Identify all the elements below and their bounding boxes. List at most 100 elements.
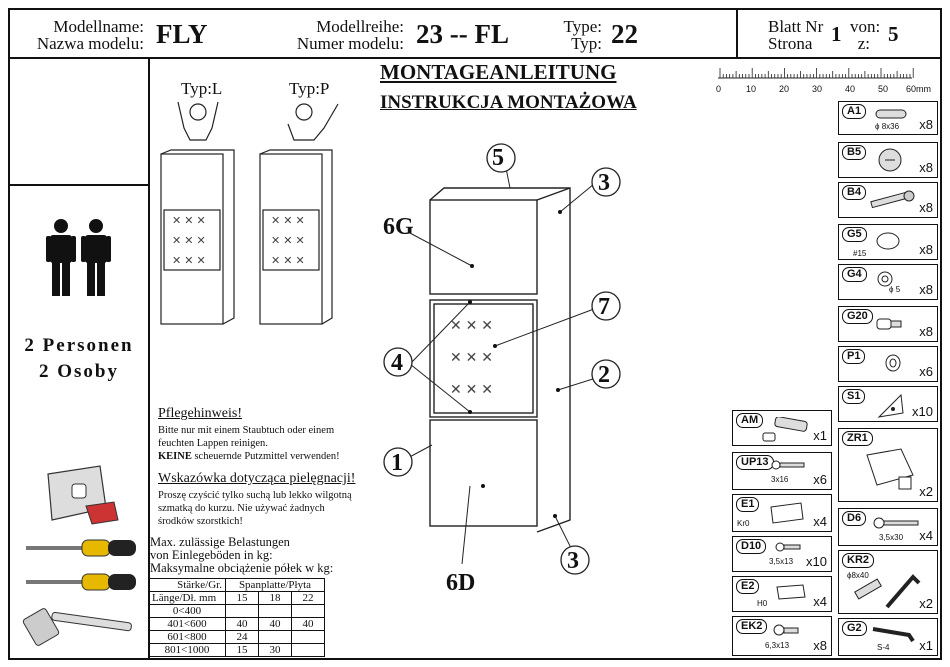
part-note: H0 xyxy=(757,599,768,608)
part-id: A1 xyxy=(842,104,867,119)
part-G20: G20 x8 xyxy=(838,306,938,342)
svg-text:✕ ✕ ✕: ✕ ✕ ✕ xyxy=(271,235,305,247)
part-note: 6,3x13 xyxy=(765,641,790,650)
part-qty: x8 xyxy=(919,282,933,297)
part-qty: x4 xyxy=(813,594,827,609)
part-qty: x10 xyxy=(912,404,933,419)
callout-3-bottom: 3 xyxy=(567,548,579,574)
svg-text:✕ ✕ ✕: ✕ ✕ ✕ xyxy=(172,235,206,247)
part-id: D10 xyxy=(736,539,767,554)
page-frame xyxy=(8,8,942,660)
part-note: ϕ8x40 xyxy=(847,571,869,580)
svg-text:✕ ✕ ✕: ✕ ✕ ✕ xyxy=(172,255,206,267)
part-qty: x2 xyxy=(919,484,933,499)
persons-text-pl: 2 Osoby xyxy=(39,361,119,382)
type-label-de: Type: xyxy=(563,17,602,36)
load-length: 0<400 xyxy=(148,604,226,618)
part-G2: G2 S-4 x1 xyxy=(838,618,938,656)
part-id: G2 xyxy=(842,621,867,636)
series-label-pl: Numer modelu: xyxy=(296,34,404,53)
part-qty: x1 xyxy=(919,638,933,653)
type-label-pl: Typ: xyxy=(571,34,602,53)
part-id: B4 xyxy=(842,185,867,200)
sheet-label-pl: Strona xyxy=(768,34,813,53)
model-name-label-pl: Nazwa modelu: xyxy=(36,34,144,53)
load-value xyxy=(291,643,325,657)
load-row-head-text: Länge/Dł. xyxy=(152,592,197,604)
part-note: ϕ 8x36 xyxy=(875,122,900,131)
load-row-head: Länge/Dł. mm xyxy=(148,591,226,605)
ruler-label: 20 xyxy=(779,84,790,94)
sheet-total: 5 xyxy=(888,22,899,46)
svg-text:✕ ✕ ✕: ✕ ✕ ✕ xyxy=(172,215,206,227)
load-length: 401<600 xyxy=(148,617,226,631)
part-E2: E2 H0 x4 xyxy=(732,576,832,612)
care-text-pl-1: Proszę czyścić tylko suchą lub lekko wil… xyxy=(158,490,352,501)
load-value xyxy=(258,604,292,618)
title-de: MONTAGEANLEITUNG xyxy=(380,60,617,84)
part-ZR1: ZR1 x2 xyxy=(838,428,938,502)
callout-circle xyxy=(591,359,621,389)
load-value: 40 xyxy=(258,617,292,631)
load-value xyxy=(291,630,325,644)
part-qty: x8 xyxy=(813,638,827,653)
part-qty: x2 xyxy=(919,596,933,611)
part-B4: B4 x8 xyxy=(838,182,938,218)
wood-screw-icon xyxy=(873,517,919,529)
care-text-de-3: KEINE scheuernde Putzmittel verwenden! xyxy=(158,450,340,463)
two-persons-icon xyxy=(46,219,111,296)
cam-bolt-icon xyxy=(870,190,915,209)
svg-text:✕ ✕ ✕: ✕ ✕ ✕ xyxy=(450,349,493,365)
model-name-label-de: Modellname: xyxy=(53,17,144,36)
variant-right-label: Typ:P xyxy=(289,79,330,98)
ruler-label: 30 xyxy=(812,84,823,94)
callout-circle xyxy=(591,291,621,321)
part-qty: x8 xyxy=(919,160,933,175)
load-value xyxy=(291,604,325,618)
load-value xyxy=(258,630,292,644)
part-id: G5 xyxy=(842,227,867,242)
variant-cabinets-illustration: ✕ ✕ ✕✕ ✕ ✕✕ ✕ ✕ ✕ ✕ ✕✕ ✕ ✕✕ ✕ ✕ xyxy=(160,101,339,325)
part-qty: x1 xyxy=(813,428,827,443)
part-qty: x4 xyxy=(813,514,827,529)
load-value: 15 xyxy=(225,643,259,657)
person-right-icon xyxy=(295,103,313,121)
hex-key-icon xyxy=(872,627,915,643)
load-value xyxy=(225,604,259,618)
load-col-head-2: Spanplatte/Płyta xyxy=(225,578,325,592)
callout-5: 5 xyxy=(492,145,504,171)
of-label-de: von: xyxy=(850,17,881,36)
part-id: KR2 xyxy=(842,553,875,568)
header-divider xyxy=(8,57,942,59)
part-D10: D10 3,5x13 x10 xyxy=(732,536,832,572)
svg-text:✕ ✕ ✕: ✕ ✕ ✕ xyxy=(450,317,493,333)
hanger-fitting-icon xyxy=(866,448,914,490)
care-text-de-3-rest: scheuernde Putzmittel verwenden! xyxy=(191,451,340,462)
part-note: #15 xyxy=(853,249,867,258)
euro-screw-icon xyxy=(773,624,799,636)
part-id: ZR1 xyxy=(842,431,873,446)
callout-7: 7 xyxy=(598,294,610,320)
callout-1: 1 xyxy=(391,450,403,476)
hinge-icon xyxy=(762,417,808,442)
callout-circle xyxy=(591,167,621,197)
ruler-label: 0 xyxy=(716,84,722,94)
callout-3-top: 3 xyxy=(598,170,610,196)
wall-anchor-icon xyxy=(854,574,921,609)
cam-lock-icon xyxy=(878,148,902,172)
load-text-2: von Einlegeböden in kg: xyxy=(150,548,273,562)
series-label-de: Modellreihe: xyxy=(316,17,404,36)
load-value: 40 xyxy=(291,617,325,631)
svg-text:✕ ✕ ✕: ✕ ✕ ✕ xyxy=(450,381,493,397)
callout-2: 2 xyxy=(598,362,610,388)
table-row: 601<800 24 xyxy=(148,630,325,644)
part-qty: x8 xyxy=(919,200,933,215)
tape-measure-icon xyxy=(47,465,119,525)
series-number: 23 -- FL xyxy=(416,19,509,49)
sheet-number: 1 xyxy=(831,22,842,46)
part-AM: AM x1 xyxy=(732,410,832,446)
callout-circle xyxy=(486,143,516,173)
part-D6: D6 3,5x30 x4 xyxy=(838,508,938,546)
load-unit: mm xyxy=(199,592,217,604)
short-screw-icon xyxy=(775,542,801,552)
